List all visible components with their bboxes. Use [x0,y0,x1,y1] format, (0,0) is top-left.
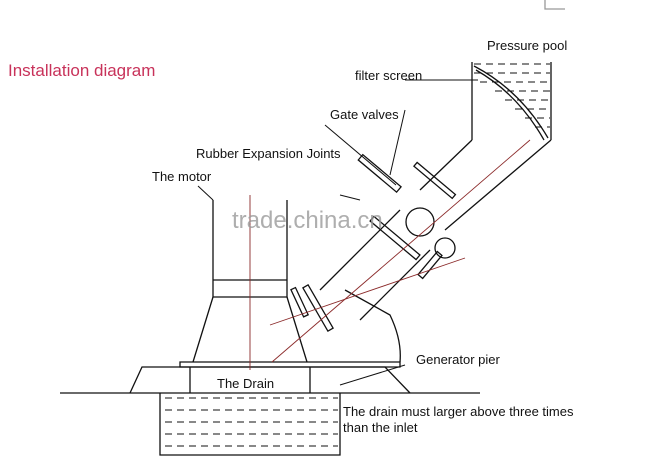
expansion-joint [302,283,334,333]
generator-pier [60,361,480,394]
label-gate-valves: Gate valves [330,107,399,122]
label-generator-pier: Generator pier [416,352,500,367]
axis-lines [249,139,531,370]
label-drain-note-2: than the inlet [343,420,418,435]
watermark: trade.china.cn [232,207,383,234]
corner-mark [544,0,565,10]
label-filter-screen: filter screen [355,68,422,83]
label-motor: The motor [152,169,212,184]
label-drain: The Drain [217,376,274,391]
drain-pit [159,393,341,456]
gate-valve-handle [357,153,402,194]
label-rubber-joints: Rubber Expansion Joints [196,146,341,161]
label-drain-note-1: The drain must larger above three times [343,404,574,419]
diagram-title: Installation diagram [8,61,155,80]
inclined-pipe [290,109,552,363]
label-pressure-pool: Pressure pool [487,38,567,53]
pressure-pool-tank [471,62,552,141]
filter-screen [473,65,549,139]
